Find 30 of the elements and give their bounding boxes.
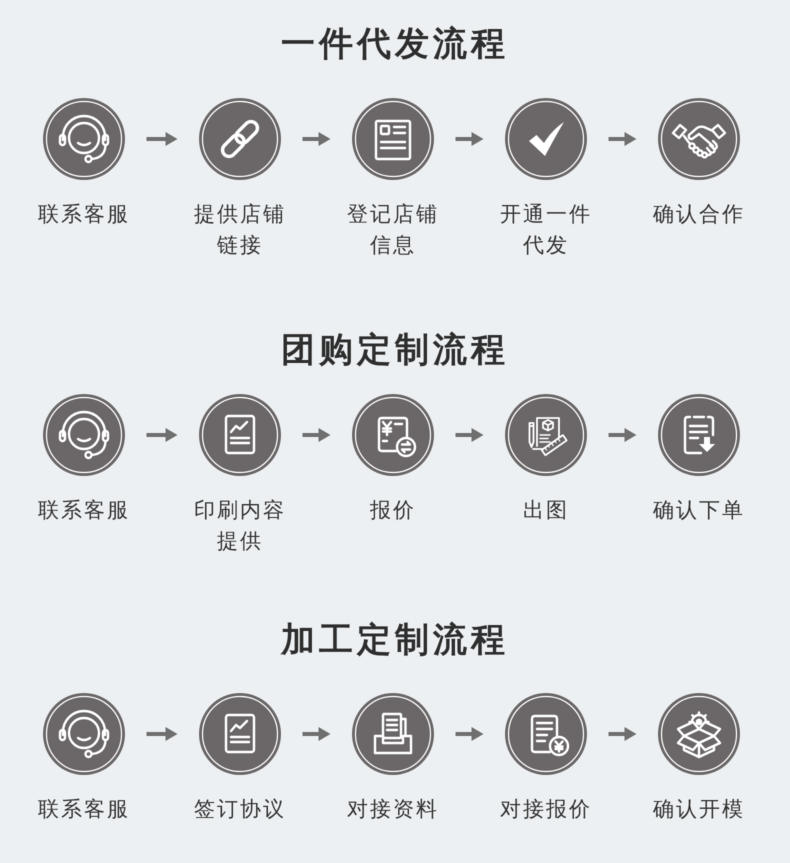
step-label: 联系客服: [38, 497, 130, 524]
arrow: [456, 428, 484, 442]
step-label: 联系客服: [38, 201, 130, 228]
arrow: [608, 132, 636, 146]
step-label: 开通一件代发: [499, 201, 593, 259]
arrow: [146, 132, 178, 146]
arrow: [608, 727, 636, 741]
arrow: [302, 428, 330, 442]
step-label: 确认合作: [653, 201, 745, 228]
step-label: 签订协议: [194, 796, 286, 823]
step-label: 报价: [370, 497, 416, 524]
arrow: [456, 727, 484, 741]
arrow: [146, 428, 178, 442]
step-label: 出图: [523, 497, 569, 524]
step-label: 登记店铺信息: [346, 201, 440, 259]
step-label: 对接资料: [347, 796, 439, 823]
step-label: 提供店铺链接: [193, 201, 287, 259]
section-title: 一件代发流程: [281, 24, 509, 64]
step-label: 联系客服: [38, 796, 130, 823]
section-title: 加工定制流程: [281, 620, 509, 660]
arrow: [302, 132, 330, 146]
arrow: [146, 727, 178, 741]
step-label: 确认开模: [653, 796, 745, 823]
arrow: [608, 428, 636, 442]
arrow: [456, 132, 484, 146]
step-label: 确认下单: [653, 497, 745, 524]
step-label: 对接报价: [500, 796, 592, 823]
step-label: 印刷内容提供: [193, 497, 287, 555]
arrow: [302, 727, 330, 741]
section-title: 团购定制流程: [281, 330, 509, 370]
